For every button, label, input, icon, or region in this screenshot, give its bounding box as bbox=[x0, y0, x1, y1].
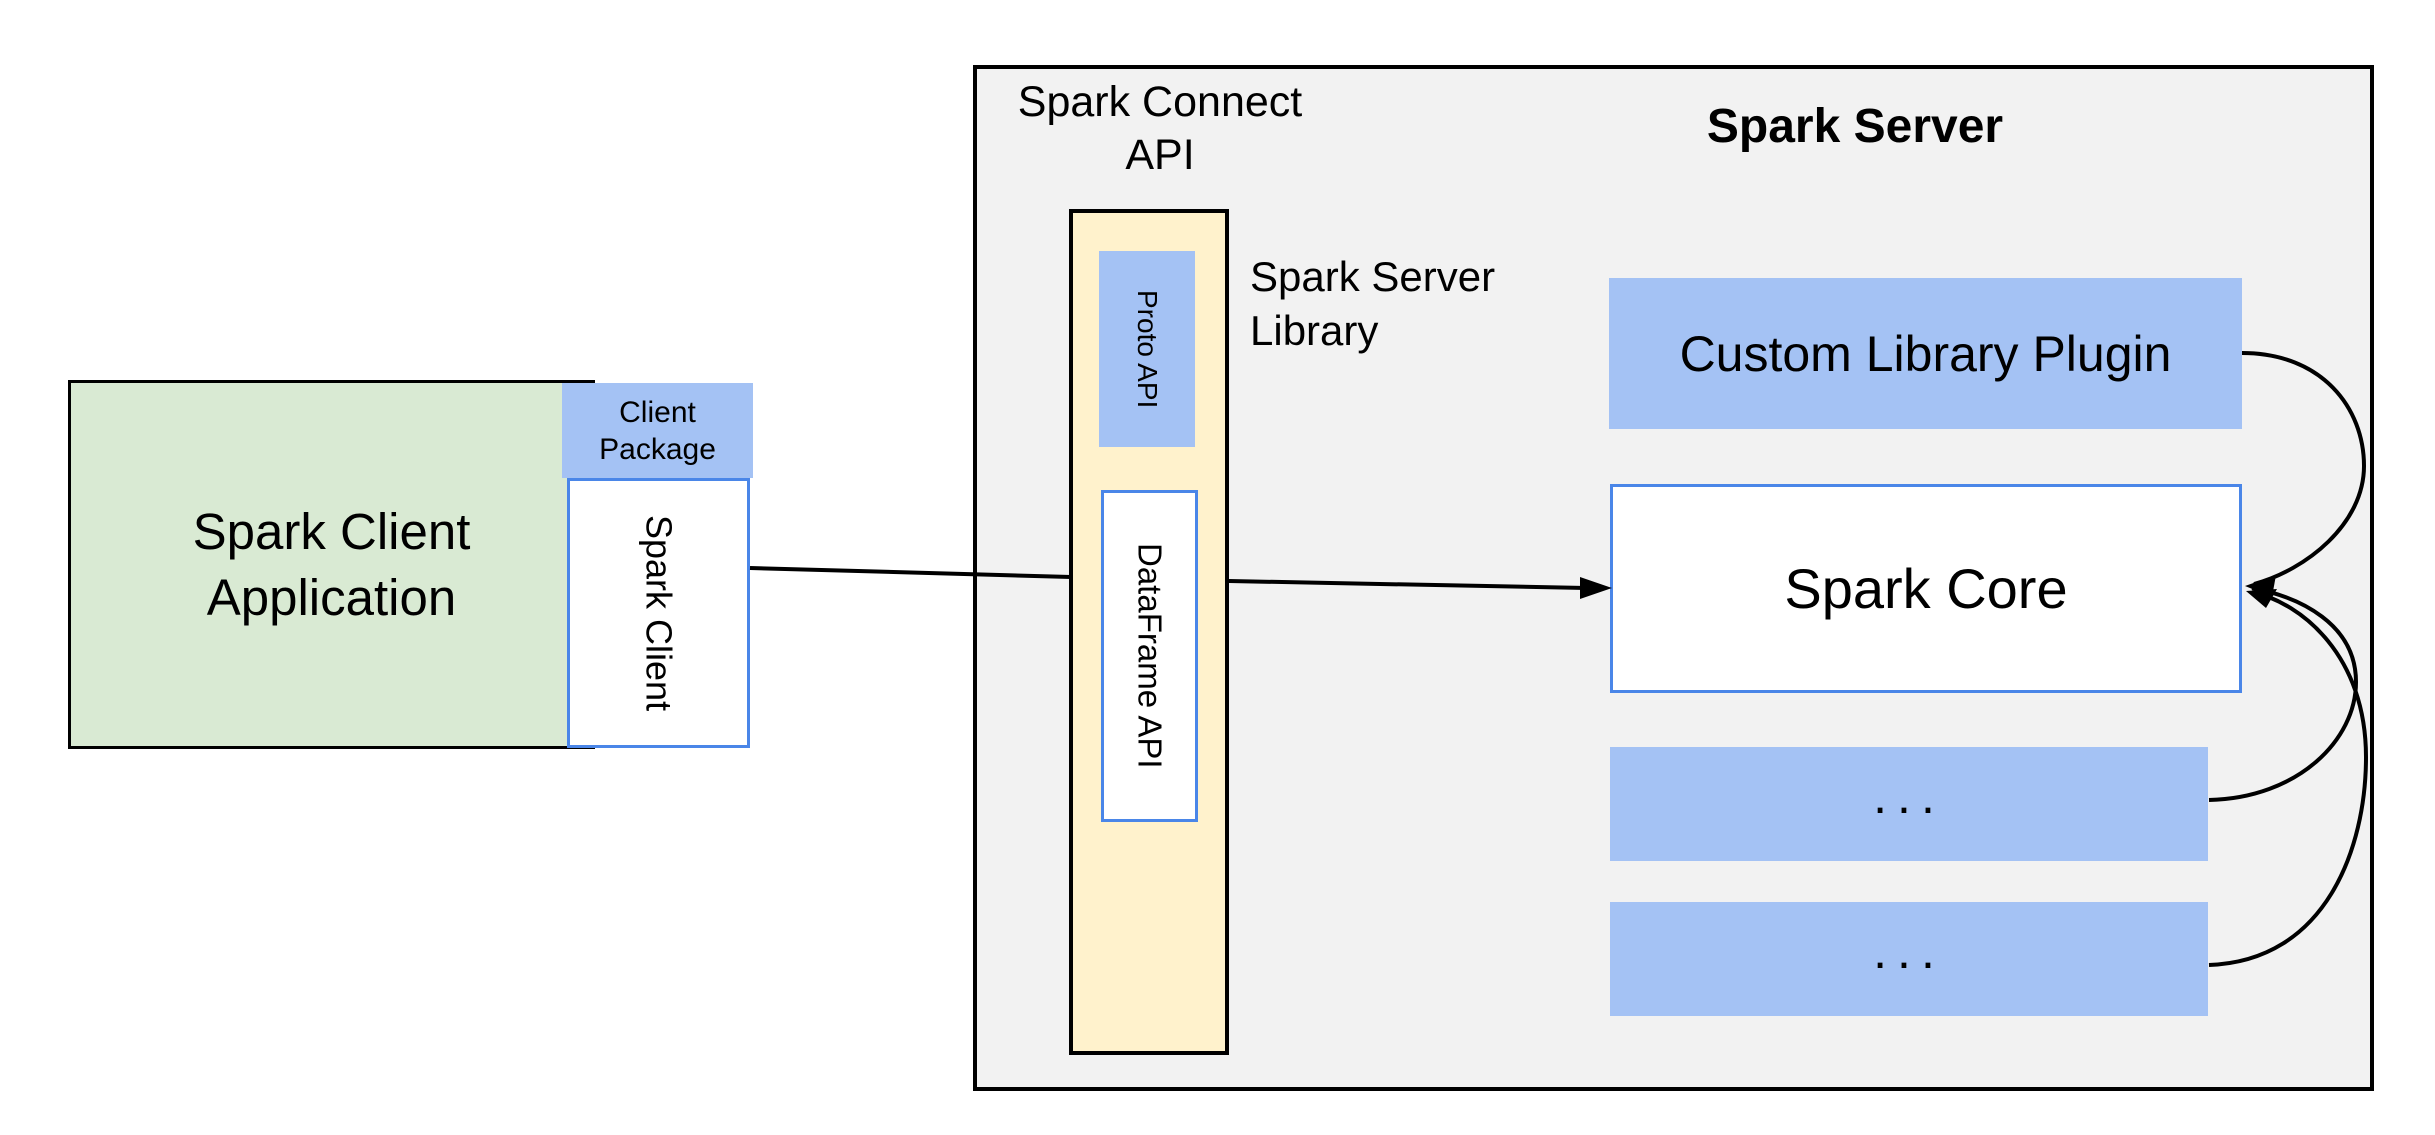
spark-core-label: Spark Core bbox=[1784, 557, 2068, 620]
plugin-slot-2-label: ... bbox=[1873, 923, 1945, 979]
spark-client-application-label: Spark Client Application bbox=[193, 499, 471, 631]
spark-server-library-line2: Library bbox=[1250, 307, 1379, 354]
spark-connect-api-line1: Spark Connect bbox=[1017, 78, 1303, 126]
client-package-line2: Package bbox=[599, 432, 716, 466]
spark-connect-api-label: Spark Connect API bbox=[990, 76, 1330, 182]
client-package-box: Client Package bbox=[562, 383, 753, 478]
spark-client-application-line2: Application bbox=[206, 568, 457, 626]
spark-connect-api-line2: API bbox=[1125, 131, 1195, 179]
plugin-slot-1-box: ... bbox=[1610, 747, 2208, 861]
spark-server-library-line1: Spark Server bbox=[1250, 253, 1496, 300]
spark-server-title: Spark Server bbox=[1706, 100, 2004, 153]
spark-client-application-box: Spark Client Application bbox=[68, 380, 595, 749]
proto-api-label: Proto API bbox=[1132, 289, 1163, 409]
dataframe-api-box: DataFrame API bbox=[1101, 490, 1198, 822]
plugin-slot-1-label: ... bbox=[1873, 768, 1945, 824]
spark-server-library-label: Spark Server Library bbox=[1250, 250, 1580, 358]
dataframe-api-label: DataFrame API bbox=[1131, 543, 1169, 769]
plugin-slot-2-box: ... bbox=[1610, 902, 2208, 1016]
spark-client-box: Spark Client bbox=[567, 478, 750, 748]
client-package-label: Client Package bbox=[599, 394, 716, 468]
proto-api-box: Proto API bbox=[1099, 251, 1195, 447]
client-package-line1: Client bbox=[619, 395, 696, 429]
spark-client-label: Spark Client bbox=[638, 514, 680, 712]
spark-core-box: Spark Core bbox=[1610, 484, 2242, 693]
custom-library-plugin-label: Custom Library Plugin bbox=[1679, 325, 2172, 382]
spark-client-application-line1: Spark Client bbox=[192, 502, 471, 560]
custom-library-plugin-box: Custom Library Plugin bbox=[1609, 278, 2242, 429]
